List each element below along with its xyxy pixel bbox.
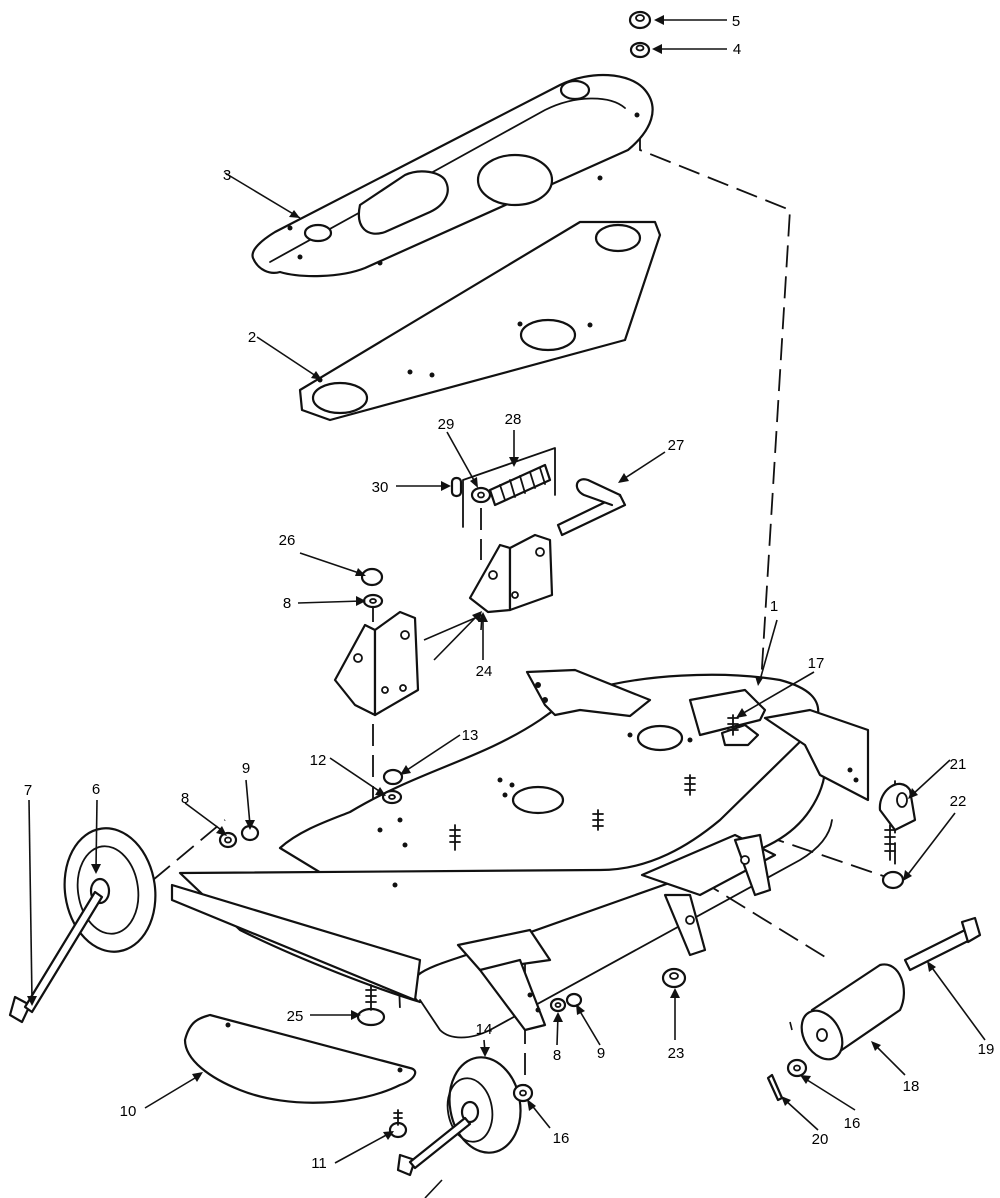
leader-lines — [27, 15, 986, 1198]
callout-10: 10 — [120, 1103, 137, 1120]
callout-24: 24 — [476, 663, 493, 680]
callout-9-left: 9 — [242, 760, 250, 777]
part-23-nut — [661, 967, 687, 989]
part-5-nut — [628, 10, 652, 30]
part-27-rod — [556, 478, 627, 537]
part-22-nut — [881, 870, 905, 890]
callout-30: 30 — [372, 479, 389, 496]
callout-17: 17 — [808, 655, 825, 672]
deck-studs — [449, 774, 696, 851]
part-2-mounting-plate — [298, 220, 662, 422]
part-14-axle-bolt — [396, 1116, 472, 1177]
callout-21: 21 — [950, 756, 967, 773]
part-18-roller — [800, 963, 905, 1061]
callout-16-front: 16 — [553, 1130, 570, 1147]
callout-22: 22 — [950, 793, 967, 810]
callout-19: 19 — [978, 1041, 995, 1058]
callout-5: 5 — [732, 13, 740, 30]
callout-9-front: 9 — [597, 1045, 605, 1062]
callout-11: 11 — [311, 1155, 327, 1172]
part-16-washer-front — [512, 1083, 534, 1103]
part-8-washer-upper — [362, 593, 384, 609]
part-16-washer-roller — [786, 1058, 808, 1078]
callout-7: 7 — [24, 782, 32, 799]
part-8-washer-front — [549, 997, 567, 1013]
deck-left-front-bracket — [456, 928, 552, 1032]
callout-26: 26 — [279, 532, 296, 549]
part-10-shield — [183, 1013, 417, 1104]
part-19-axle-bolt — [903, 916, 982, 972]
part-8-washer-left — [218, 831, 238, 849]
part-4-washer — [629, 41, 651, 59]
part-12-washer — [381, 789, 403, 805]
part-30-cotter-pin — [450, 476, 463, 498]
part-17-stud — [720, 714, 760, 747]
callout-23: 23 — [668, 1045, 685, 1062]
callout-4: 4 — [733, 41, 741, 58]
part-24-bracket-upper — [468, 533, 554, 614]
part-25-stud — [356, 984, 386, 1027]
callout-27: 27 — [668, 437, 685, 454]
callout-13: 13 — [462, 727, 479, 744]
part-3-belt-cover — [251, 73, 654, 278]
part-14-gauge-wheel — [446, 1056, 522, 1154]
deck-rear-right-bracket — [763, 708, 870, 802]
part-28-spring — [462, 447, 556, 528]
callout-1: 1 — [770, 598, 778, 615]
callout-3: 3 — [223, 167, 231, 184]
part-7-bolt — [8, 890, 104, 1024]
part-20-pin — [766, 1073, 784, 1102]
callout-29: 29 — [438, 416, 455, 433]
callout-25: 25 — [287, 1008, 304, 1025]
part-11-screw — [388, 1109, 408, 1139]
callout-8-front: 8 — [553, 1047, 561, 1064]
part-1-deck-housing — [170, 668, 833, 1039]
callout-18: 18 — [903, 1078, 920, 1095]
callout-6: 6 — [92, 781, 100, 798]
part-13-nut — [382, 768, 404, 786]
part-9-nut-front — [565, 992, 583, 1008]
part-24-bracket-lower — [333, 610, 420, 717]
deck-front-bracket — [640, 833, 777, 957]
part-29-washer — [470, 486, 492, 504]
callout-labels: 1 2 3 4 5 6 7 8 8 8 9 9 10 11 12 13 14 1… — [24, 13, 995, 1172]
part-21-eyebolt — [878, 782, 917, 861]
callout-28: 28 — [505, 411, 522, 428]
callout-8-left: 8 — [181, 790, 189, 807]
part-26-nut — [360, 567, 384, 587]
callout-14: 14 — [476, 1021, 493, 1038]
callout-20: 20 — [812, 1131, 829, 1148]
callout-2: 2 — [248, 329, 256, 346]
callout-8-upper: 8 — [283, 595, 291, 612]
callout-12: 12 — [310, 752, 327, 769]
callout-16-roller: 16 — [844, 1115, 861, 1132]
